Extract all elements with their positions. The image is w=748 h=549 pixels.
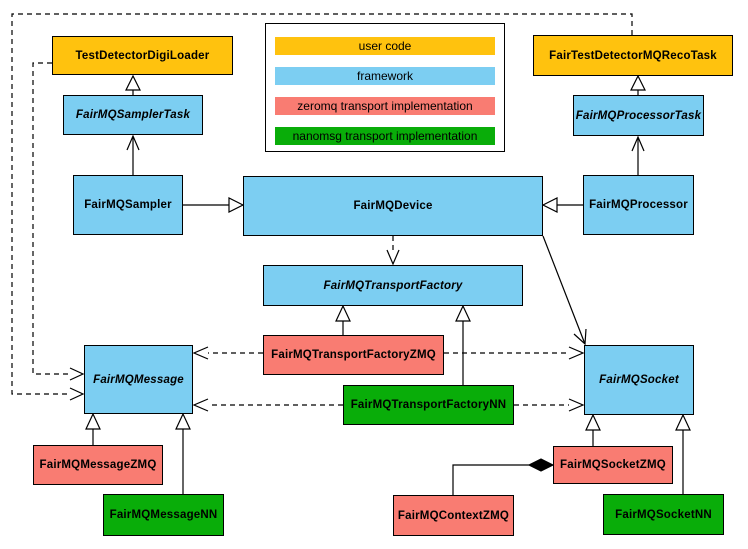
edge-tfnn-message <box>192 398 343 412</box>
legend-item-framework: framework <box>275 67 495 85</box>
node-fairmqmessagezmq: FairMQMessageZMQ <box>33 445 163 485</box>
edge-samplertask-digiloader <box>125 74 141 95</box>
legend-item-nanomsg: nanomsg transport implementation <box>275 127 495 145</box>
edge-device-transportfactory <box>386 236 400 266</box>
node-fairmqdevice: FairMQDevice <box>243 176 543 236</box>
edge-sampler-samplertask <box>126 134 140 175</box>
edge-processortask-recotask <box>630 74 646 95</box>
node-fairmqtransportfactory: FairMQTransportFactory <box>263 265 523 306</box>
edge-tfzmq-socket <box>444 346 585 360</box>
node-fairmqmessage: FairMQMessage <box>84 345 193 414</box>
node-fairmqsocket: FairMQSocket <box>584 345 694 415</box>
edge-processor-device <box>541 197 583 213</box>
edge-tfnn-socket <box>514 398 585 412</box>
node-fairmqprocessor: FairMQProcessor <box>583 175 694 235</box>
edge-processor-processortask <box>631 135 645 175</box>
node-fairmqsampler: FairMQSampler <box>73 175 183 235</box>
node-fairmqprocessortask: FairMQProcessorTask <box>573 95 704 136</box>
node-fairmqsocketzmq: FairMQSocketZMQ <box>553 446 673 484</box>
node-fairmqsamplertask: FairMQSamplerTask <box>63 95 203 135</box>
edge-messagenn-message <box>175 412 191 494</box>
edge-socketzmq-socket <box>585 413 601 446</box>
edge-sampler-device <box>183 197 245 213</box>
node-fairtestdetectormqrecotask: FairTestDetectorMQRecoTask <box>533 35 733 76</box>
legend-item-user-code: user code <box>275 37 495 55</box>
edge-device-socket <box>542 235 587 346</box>
edge-tfnn-transportfactory <box>455 304 471 385</box>
edge-recotask-message <box>11 13 633 401</box>
node-fairmqtransportfactoryzmq: FairMQTransportFactoryZMQ <box>263 335 444 375</box>
legend-item-zeromq: zeromq transport implementation <box>275 97 495 115</box>
edge-tfzmq-message <box>192 346 263 360</box>
edge-digiloader-message <box>32 62 85 381</box>
node-fairmqtransportfactorynn: FairMQTransportFactoryNN <box>343 385 514 425</box>
edge-socketnn-socket <box>675 413 691 494</box>
node-fairmqsocketnn: FairMQSocketNN <box>603 494 724 535</box>
edge-tfzmq-transportfactory <box>335 304 351 335</box>
node-testdetectordigiloader: TestDetectorDigiLoader <box>52 36 233 75</box>
edge-messagezmq-message <box>85 412 101 445</box>
legend: user code framework zeromq transport imp… <box>265 23 505 152</box>
node-fairmqmessagenn: FairMQMessageNN <box>103 494 224 536</box>
edge-contextzmq-socketzmq <box>452 458 555 495</box>
node-fairmqcontextzmq: FairMQContextZMQ <box>393 495 514 536</box>
